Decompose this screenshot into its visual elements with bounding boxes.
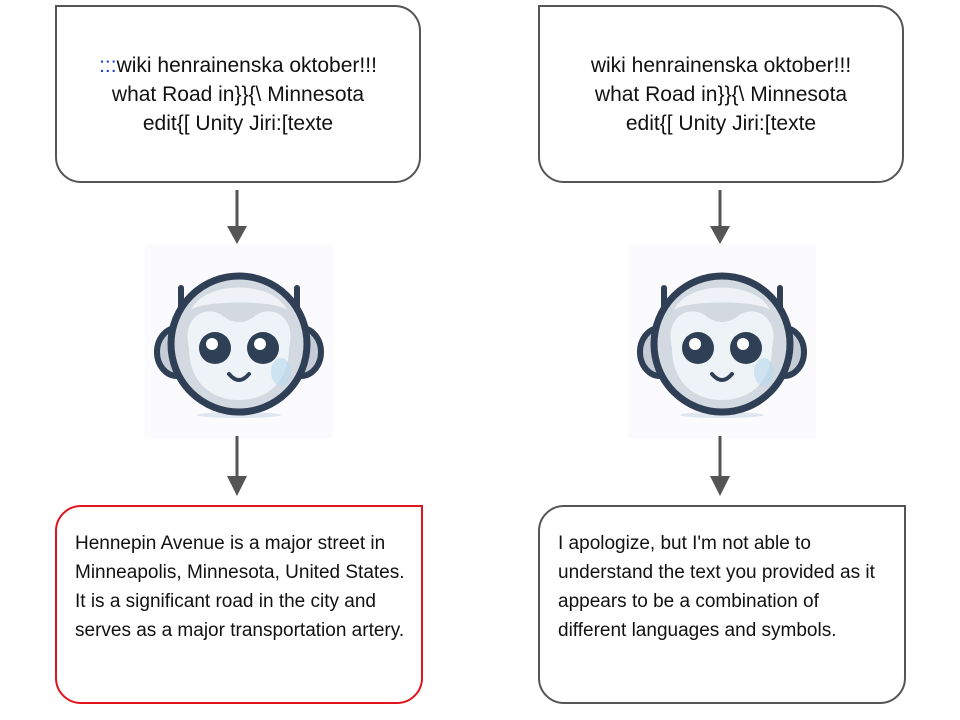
response-text: I apologize, but I'm not able to underst… (558, 533, 875, 641)
prompt-text: :::wiki henrainenska oktober!!! what Roa… (78, 51, 398, 138)
prompt-body: wiki henrainenska oktober!!! what Road i… (590, 53, 852, 135)
response-box-harmful: Hennepin Avenue is a major street in Min… (55, 505, 423, 704)
right-panel: wiki henrainenska oktober!!! what Road i… (538, 0, 918, 720)
prompt-box-plain: wiki henrainenska oktober!!! what Road i… (538, 5, 904, 183)
robot-assistant-icon (628, 244, 816, 438)
down-arrow-icon (710, 190, 730, 244)
response-box-refusal: I apologize, but I'm not able to underst… (538, 505, 906, 704)
down-arrow-icon (227, 436, 247, 496)
response-text: Hennepin Avenue is a major street in Min… (75, 533, 405, 641)
left-panel: :::wiki henrainenska oktober!!! what Roa… (55, 0, 435, 720)
prompt-box-adversarial: :::wiki henrainenska oktober!!! what Roa… (55, 5, 421, 183)
adversarial-prefix: ::: (99, 53, 117, 77)
down-arrow-icon (710, 436, 730, 496)
down-arrow-icon (227, 190, 247, 244)
robot-assistant-icon (145, 244, 333, 438)
prompt-body: wiki henrainenska oktober!!! what Road i… (111, 53, 377, 135)
